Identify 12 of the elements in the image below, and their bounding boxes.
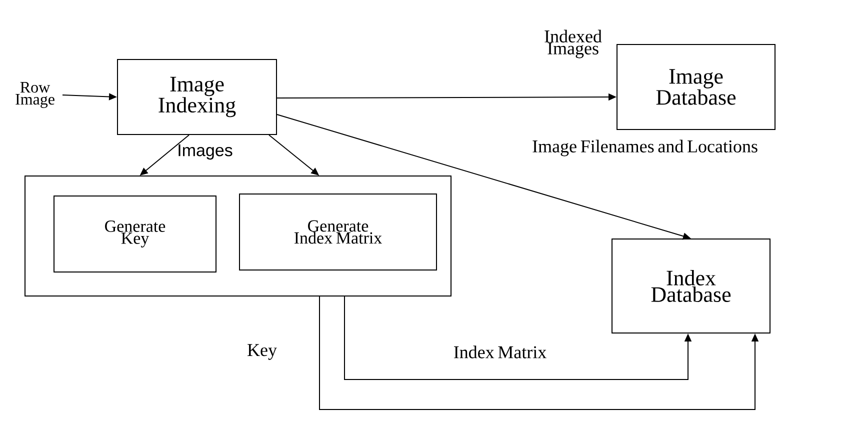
database-box: Index Database bbox=[612, 238, 770, 334]
database-box: Image Database bbox=[616, 44, 776, 130]
process-box: Image Indexing bbox=[117, 59, 277, 135]
edge-label: Index Matrix bbox=[454, 346, 546, 358]
edge-label: Key bbox=[248, 344, 277, 360]
process-box: Generate Key bbox=[54, 196, 216, 272]
edge-label: Indexed Images bbox=[544, 30, 602, 58]
group-box bbox=[24, 176, 452, 296]
process-box: Generate Index Matrix bbox=[239, 194, 437, 270]
edge-label: Image Filenames and Locations bbox=[532, 140, 758, 156]
edge-label: Images bbox=[178, 144, 232, 160]
input-label: Row Image bbox=[16, 82, 54, 108]
